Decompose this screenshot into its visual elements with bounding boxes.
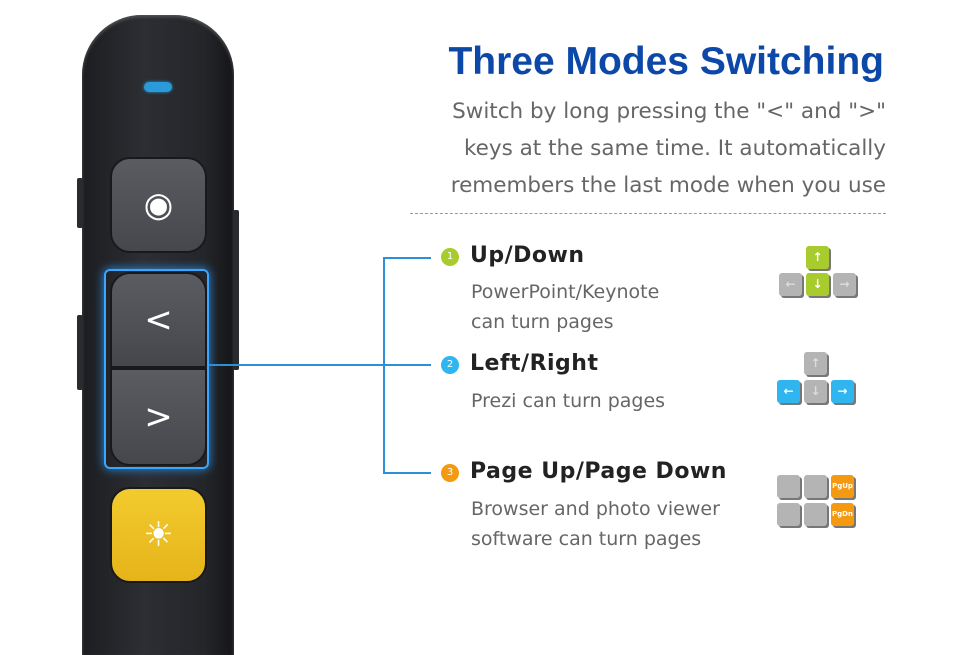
arrow-up-key-icon: ↑: [804, 352, 827, 375]
prev-button: <: [110, 272, 207, 368]
connector-line: [383, 364, 431, 366]
led-indicator: [144, 82, 172, 92]
side-grip: [77, 178, 83, 228]
mode-title: Page Up/Page Down: [470, 459, 727, 484]
subtitle-line: Switch by long pressing the "<" and ">": [452, 99, 886, 124]
laser-button: ◉: [110, 157, 207, 253]
arrow-right-key-icon: →: [831, 380, 854, 403]
page-down-key-icon: PgDn: [831, 503, 854, 526]
divider: [410, 213, 886, 214]
light-button: ☀: [110, 487, 207, 583]
desc-line: Prezi can turn pages: [471, 390, 666, 412]
chevron-left-icon: <: [144, 300, 173, 340]
mode-desc: PowerPoint/Keynote can turn pages: [471, 277, 659, 337]
arrow-left-key-icon: ←: [777, 380, 800, 403]
nav-highlight: [104, 269, 209, 469]
blank-key-icon: [804, 475, 827, 498]
desc-line: Browser and photo viewer: [471, 498, 720, 520]
mode-title: Left/Right: [470, 351, 599, 376]
desc-line: software can turn pages: [471, 528, 702, 550]
subtitle-line: remembers the last mode when you use: [450, 173, 886, 198]
side-rail: [233, 210, 239, 370]
blank-key-icon: [777, 503, 800, 526]
mode-desc: Prezi can turn pages: [471, 386, 665, 416]
mode-title: Up/Down: [470, 243, 585, 268]
target-icon: ◉: [143, 185, 174, 225]
connector-line: [383, 472, 431, 474]
desc-line: PowerPoint/Keynote: [471, 281, 660, 303]
page-up-key-icon: PgUp: [831, 475, 854, 498]
page-title: Three Modes Switching: [448, 40, 884, 83]
next-button: >: [110, 368, 207, 466]
arrow-up-key-icon: ↑: [806, 246, 829, 269]
side-grip: [77, 315, 83, 390]
connector-line: [209, 364, 384, 366]
mode-number: 2: [441, 356, 459, 374]
subtitle-line: keys at the same time. It automatically: [463, 136, 886, 161]
connector-line: [383, 257, 431, 259]
mode-number: 1: [441, 248, 459, 266]
arrow-down-key-icon: ↓: [804, 380, 827, 403]
arrow-down-key-icon: ↓: [806, 273, 829, 296]
subtitle: Switch by long pressing the "<" and ">" …: [406, 93, 886, 204]
blank-key-icon: [777, 475, 800, 498]
arrow-right-key-icon: →: [833, 273, 856, 296]
mode-number: 3: [441, 464, 459, 482]
arrow-left-key-icon: ←: [779, 273, 802, 296]
mode-desc: Browser and photo viewer software can tur…: [471, 494, 720, 554]
blank-key-icon: [804, 503, 827, 526]
chevron-right-icon: >: [144, 397, 173, 437]
desc-line: can turn pages: [471, 311, 614, 333]
sun-icon: ☀: [143, 515, 174, 555]
